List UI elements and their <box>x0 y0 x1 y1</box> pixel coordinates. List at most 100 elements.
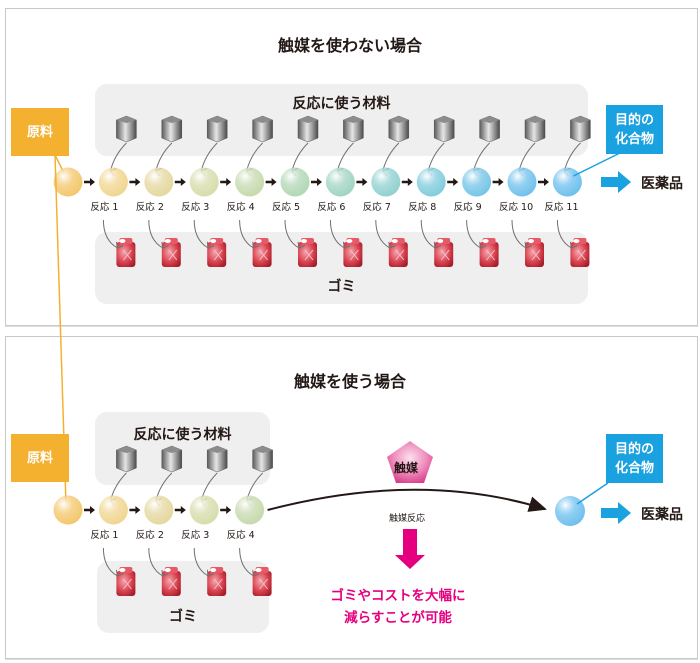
target-tag-line2-2: 化合物 <box>614 460 654 476</box>
waste-output-arrow <box>329 219 344 248</box>
material-container-icon <box>206 115 228 143</box>
waste-can-icon <box>161 567 181 596</box>
compound-sphere <box>371 167 401 197</box>
material-input-arrow <box>564 142 581 171</box>
material-input-arrow <box>156 142 173 171</box>
material-container-icon <box>524 115 546 143</box>
material-input-arrow <box>337 142 354 171</box>
material-input-arrow <box>201 142 218 171</box>
material-container-icon <box>388 115 410 143</box>
reaction-label: 反応 2 <box>135 530 164 541</box>
waste-can-icon <box>434 238 454 267</box>
waste-can-icon <box>252 238 272 267</box>
waste-output-arrow <box>284 219 299 248</box>
title-with-catalyst: 触媒を使う場合 <box>293 372 406 391</box>
material-container-icon <box>161 115 183 143</box>
waste-output-arrow <box>239 219 254 248</box>
waste-output-arrow <box>102 547 117 576</box>
compound-sphere <box>98 495 128 525</box>
reaction-label: 反応 9 <box>453 202 482 213</box>
reaction-label: 反応 11 <box>544 202 579 213</box>
compound-sphere <box>552 167 582 197</box>
compound-sphere <box>144 167 174 197</box>
material-input-arrow <box>110 142 127 171</box>
material-container-icon <box>252 115 273 143</box>
material-input-arrow <box>519 142 536 171</box>
waste-label-2: ゴミ <box>169 609 197 625</box>
target-tag-line2: 化合物 <box>614 131 654 147</box>
material-input-arrow <box>428 142 445 171</box>
waste-can-icon <box>298 238 317 267</box>
compound-sphere <box>189 495 219 525</box>
catalyst-label: 触媒 <box>394 461 419 475</box>
waste-can-icon <box>161 238 181 267</box>
compound-sphere <box>325 167 355 197</box>
material-container-icon <box>297 115 319 143</box>
target-compound-tag-2: 目的の 化合物 <box>606 434 663 483</box>
waste-can-icon <box>570 238 590 267</box>
waste-can-icon <box>116 238 136 267</box>
waste-output-arrow <box>193 547 208 576</box>
material-input-arrow <box>292 142 309 171</box>
reaction-label: 反応 2 <box>135 202 164 213</box>
compound-sphere <box>462 167 492 197</box>
reaction-label: 反応 10 <box>499 202 534 213</box>
compound-sphere <box>416 167 446 197</box>
waste-output-arrow <box>466 219 481 248</box>
material-container-icon <box>206 445 228 473</box>
waste-output-arrow <box>556 219 571 248</box>
material-container-icon <box>570 115 591 143</box>
reduction-arrow-icon <box>395 529 425 569</box>
compound-sphere <box>280 167 310 197</box>
waste-label: ゴミ <box>327 279 356 295</box>
waste-can-icon <box>388 238 408 267</box>
material-input-arrow <box>247 142 263 171</box>
material-container-icon <box>343 115 364 143</box>
waste-can-icon <box>207 238 227 267</box>
waste-output-arrow <box>375 219 390 248</box>
compound-sphere <box>235 495 265 525</box>
waste-can-icon <box>525 238 544 267</box>
raw-material-tag-2: 原料 <box>11 434 69 482</box>
product-label: 医薬品 <box>641 176 683 192</box>
catalyst-pentagon-icon <box>387 441 433 483</box>
target-leader-2 <box>576 482 609 505</box>
product-label-2: 医薬品 <box>641 507 683 523</box>
waste-output-arrow <box>148 219 163 248</box>
target-tag-line1: 目的の <box>614 112 654 128</box>
reaction-label: 反応 3 <box>181 530 210 541</box>
compound-sphere <box>53 495 83 525</box>
waste-can-icon <box>343 238 363 267</box>
title-without-catalyst: 触媒を使わない場合 <box>277 36 422 55</box>
reaction-label: 反応 3 <box>181 202 210 213</box>
catalytic-reaction-label: 触媒反応 <box>389 514 426 524</box>
to-product-arrow-2 <box>601 502 631 524</box>
catalytic-reaction-curve <box>267 488 547 512</box>
waste-can-icon <box>479 238 499 267</box>
raw-material-tag: 原料 <box>11 108 69 156</box>
waste-output-arrow <box>193 219 208 248</box>
to-product-arrow <box>601 171 631 193</box>
benefit-text: ゴミやコストを大幅に 減らすことが可能 <box>318 585 478 629</box>
compound-sphere <box>144 495 174 525</box>
reaction-label: 反応 4 <box>226 530 255 541</box>
material-container-icon <box>161 445 183 473</box>
material-container-icon <box>252 445 273 473</box>
materials-label: 反応に使う材料 <box>292 96 391 112</box>
target-tag-line1-2: 目的の <box>614 441 654 457</box>
material-container-icon <box>433 115 455 143</box>
benefit-line1: ゴミやコストを大幅に <box>330 588 466 604</box>
waste-can-icon <box>207 567 227 596</box>
target-leader <box>573 152 621 177</box>
raw-material-leader <box>54 154 67 506</box>
compound-sphere <box>98 167 128 197</box>
compound-sphere <box>53 167 83 197</box>
compound-sphere <box>507 167 537 197</box>
waste-output-arrow <box>511 219 526 248</box>
materials-label-2: 反応に使う材料 <box>133 427 232 443</box>
compound-sphere <box>189 167 219 197</box>
compound-sphere <box>235 167 265 197</box>
reaction-label: 反応 1 <box>90 202 119 213</box>
material-container-icon <box>116 445 137 473</box>
waste-output-arrow <box>148 547 163 576</box>
